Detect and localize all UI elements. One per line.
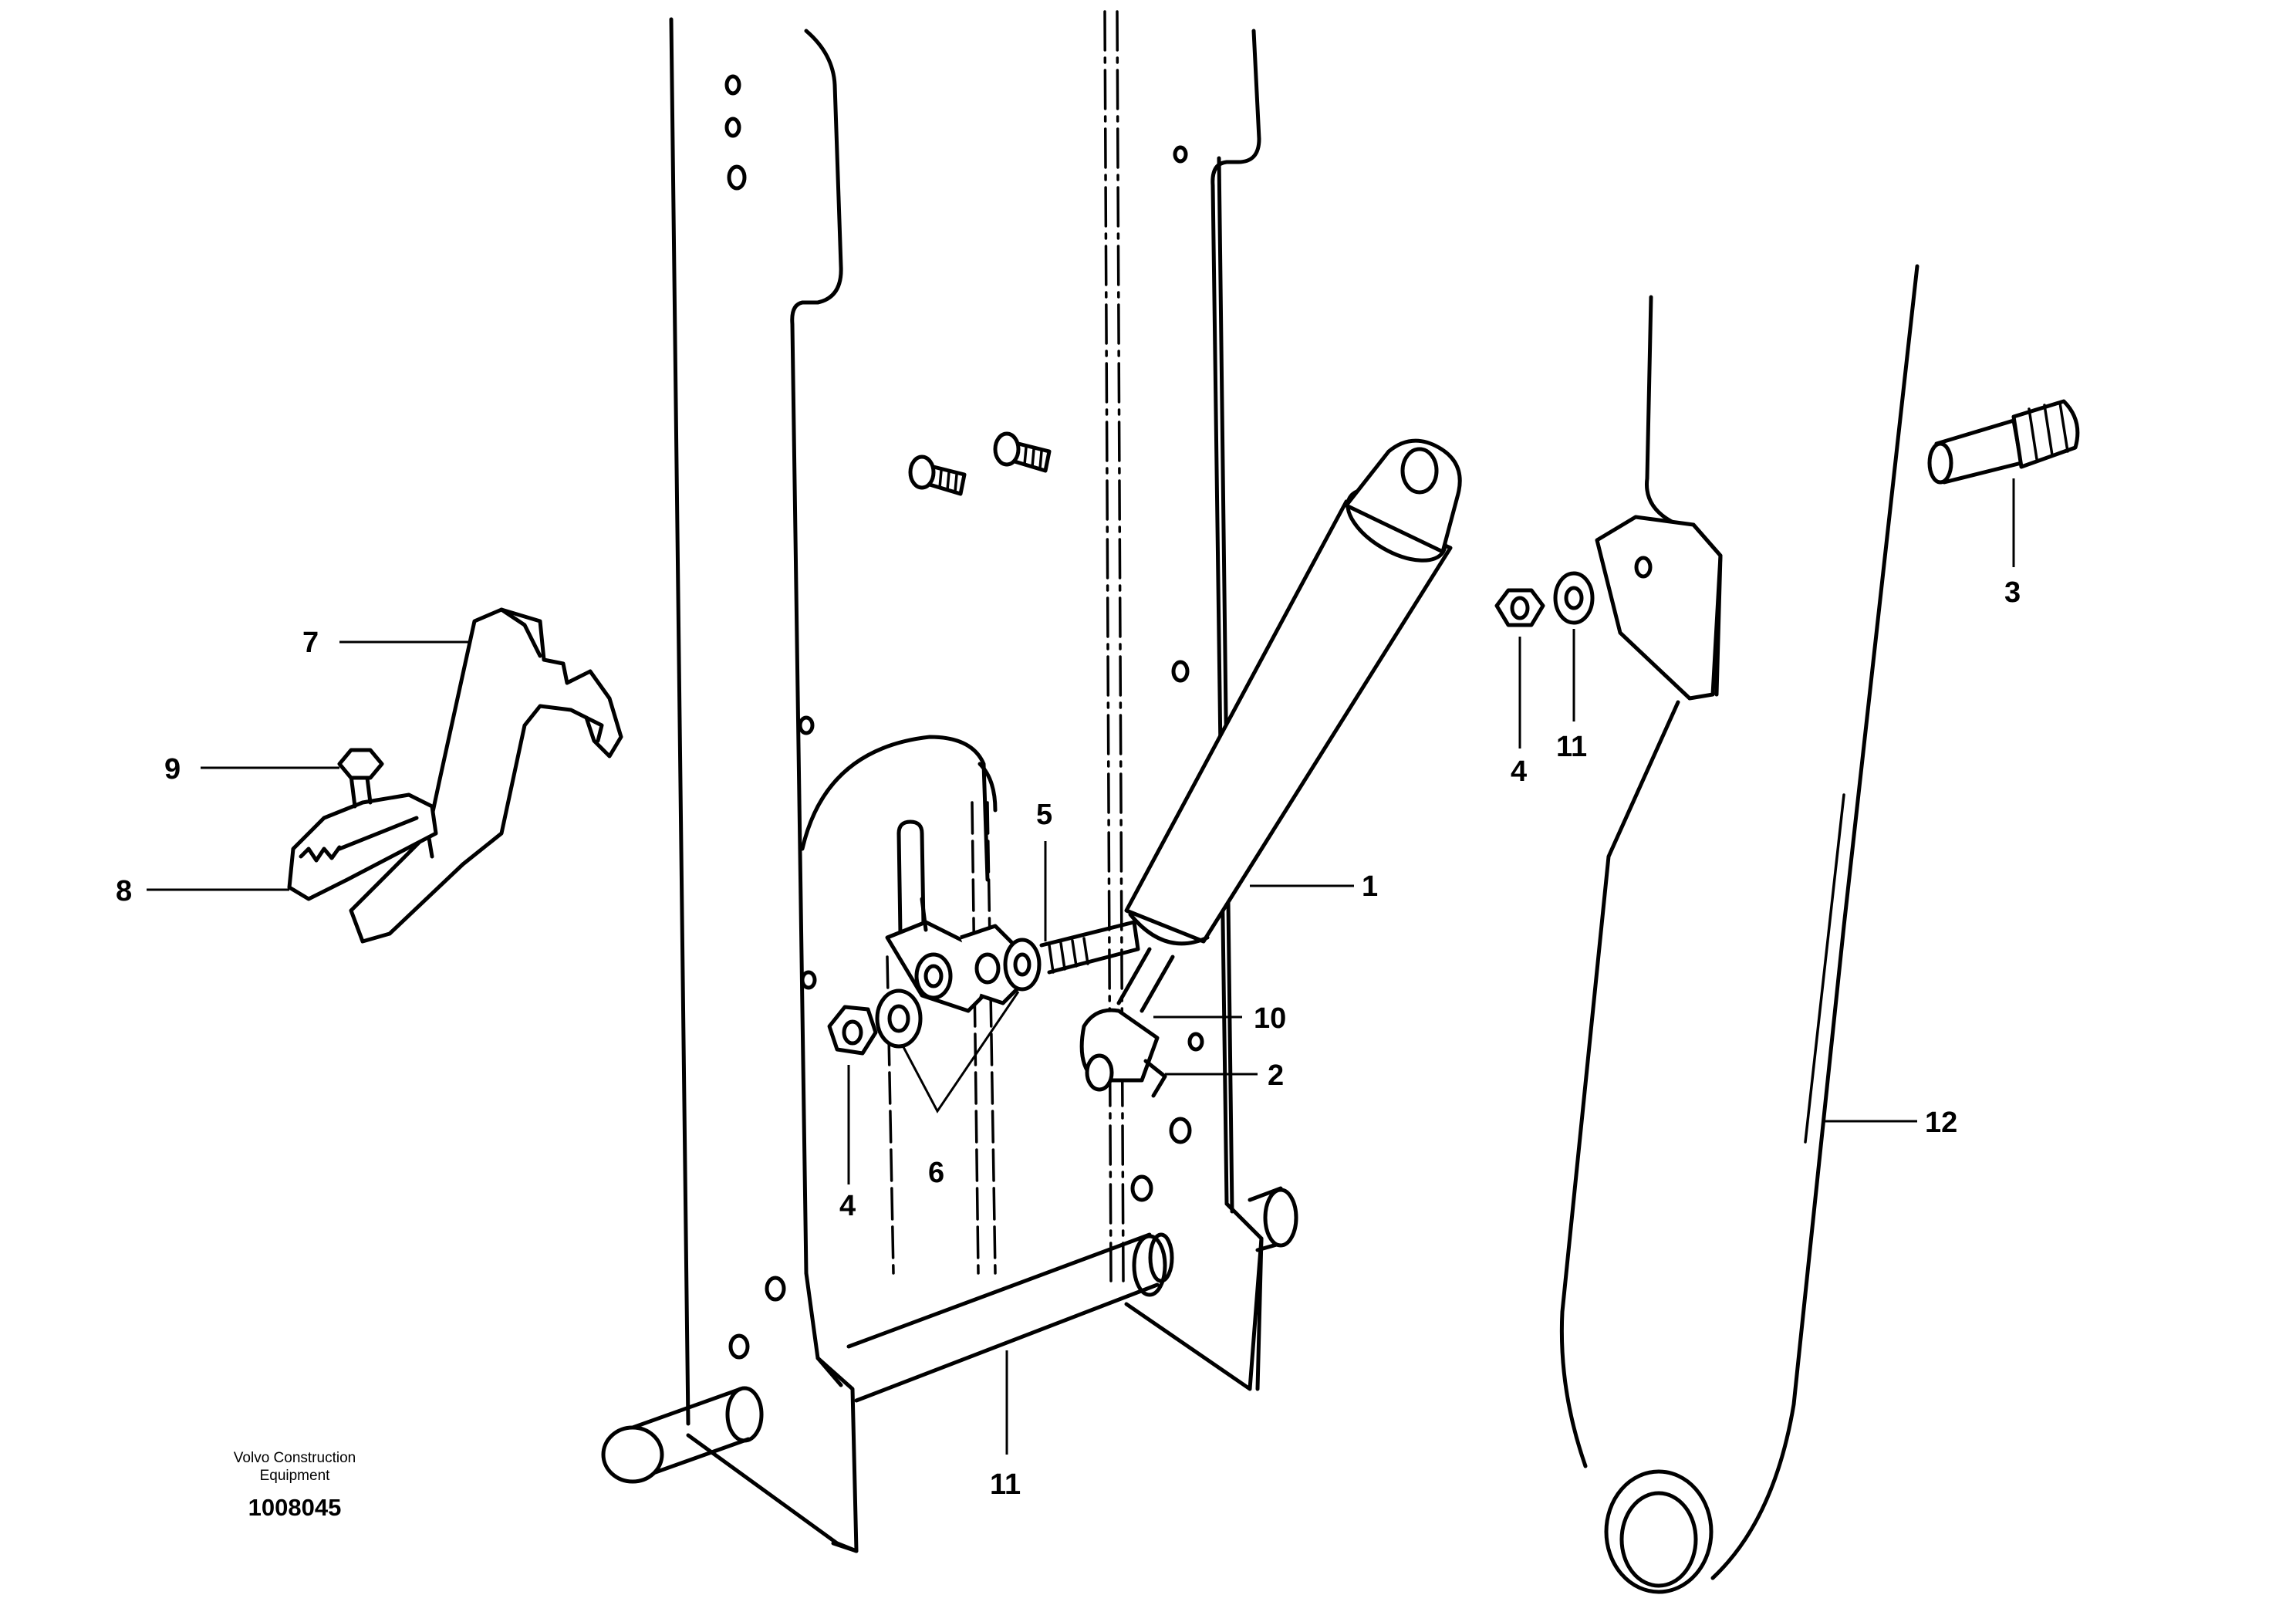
callout-5: 5 [1036,799,1052,831]
document-number: 1008045 [248,1494,342,1521]
washer [1003,938,1042,992]
callout-4: 4 [839,1190,856,1222]
callout-9: 9 [164,753,181,786]
callout-2: 2 [1268,1059,1284,1092]
company-name-line1: Volvo Construction [234,1450,356,1466]
callout-10: 10 [1254,1002,1286,1035]
callout-8: 8 [116,875,132,907]
arm [1559,264,1920,1594]
plate-screw [993,431,1052,473]
pivot-bolt [1927,399,2080,485]
footer: Volvo Construction Equipment 1008045 [234,1450,356,1521]
frame-plate [601,10,1298,1553]
arm-nut [1494,588,1545,627]
callout-4: 4 [1511,755,1527,788]
plate-screw [908,454,967,496]
company-name-line2: Equipment [260,1468,331,1484]
callout-3: 3 [2004,576,2021,609]
latch-screw [337,748,384,809]
callouts: 1 2 3 4 4 11 5 6 7 8 9 10 11 12 [116,576,2021,1501]
arm-washer [1553,571,1595,625]
callout-11: 11 [1556,731,1587,763]
callout-7: 7 [302,627,319,659]
callout-12: 12 [1925,1107,1957,1139]
latch-jaw [287,792,438,901]
leader-lines [147,478,2015,1455]
callout-6: 6 [928,1157,944,1189]
washer [875,988,923,1049]
bolt [1039,920,1140,975]
latch-lever [349,607,623,944]
nut [827,1005,878,1056]
callout-11: 11 [990,1468,1021,1501]
callout-1: 1 [1362,870,1378,903]
gas-spring [1079,438,1462,1098]
